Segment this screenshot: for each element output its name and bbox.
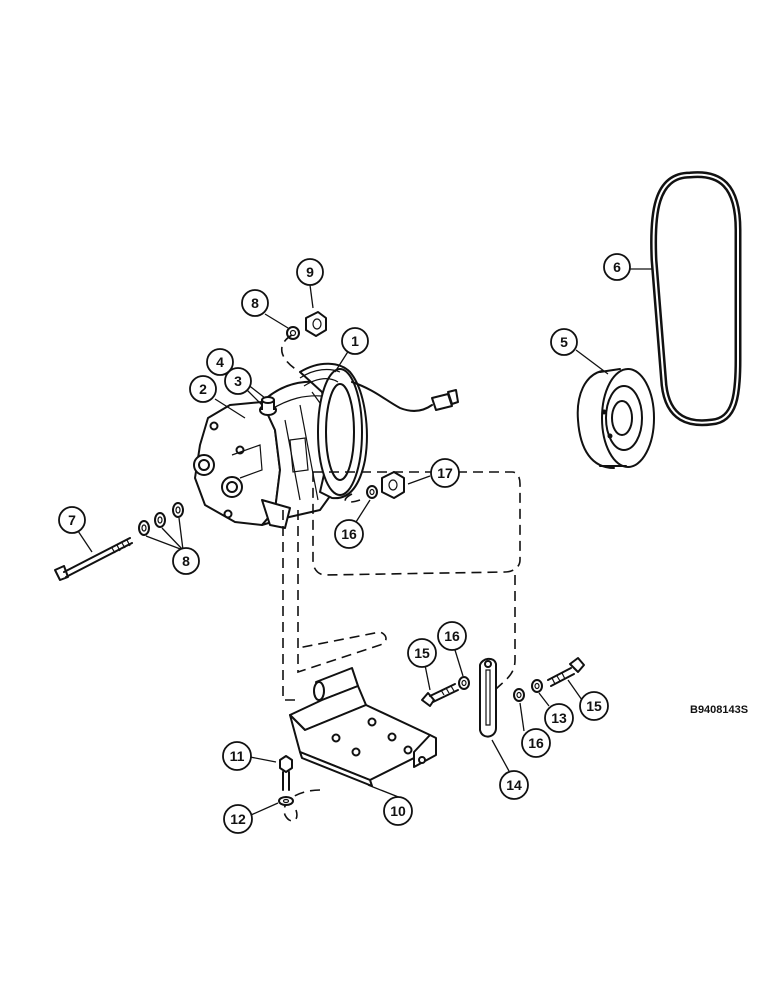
upper-nut-and-washer (286, 311, 327, 340)
callout-6: 6 (603, 253, 631, 281)
phantom-lines (280, 334, 521, 822)
svg-text:16: 16 (444, 628, 460, 644)
svg-text:8: 8 (182, 553, 190, 569)
svg-text:13: 13 (551, 710, 567, 726)
svg-text:6: 6 (613, 259, 621, 275)
drawing-reference-code: B9408143S (690, 704, 748, 716)
svg-text:16: 16 (341, 526, 357, 542)
callout-5: 5 (550, 328, 578, 356)
adjuster-bolt-left (421, 676, 470, 707)
callout-15b: 15 (579, 691, 609, 721)
adjusting-strap (479, 657, 497, 738)
svg-text:11: 11 (230, 748, 245, 764)
svg-text:4: 4 (216, 354, 224, 370)
long-bolt (54, 537, 133, 581)
adjuster-bolt-right (513, 657, 585, 702)
svg-text:1: 1 (351, 333, 359, 349)
callout-2: 2 (189, 375, 217, 403)
svg-text:15: 15 (586, 698, 602, 714)
svg-text:14: 14 (506, 777, 522, 793)
svg-text:5: 5 (560, 334, 568, 350)
svg-text:16: 16 (528, 735, 544, 751)
leader-lines (77, 268, 653, 816)
svg-text:9: 9 (306, 264, 314, 280)
callout-11: 11 (222, 741, 252, 771)
callout-3: 3 (224, 367, 252, 395)
callout-16c: 16 (521, 728, 551, 758)
callout-4: 4 (206, 348, 234, 376)
callout-8a: 8 (241, 289, 269, 317)
callout-8b: 8 (172, 547, 200, 575)
washer-set (138, 502, 184, 536)
washer-and-nut (366, 471, 405, 499)
svg-text:10: 10 (390, 803, 406, 819)
svg-text:3: 3 (234, 373, 242, 389)
callout-17: 17 (430, 458, 460, 488)
pulley (576, 368, 655, 469)
svg-text:8: 8 (251, 295, 259, 311)
callout-1: 1 (341, 327, 369, 355)
callout-16b: 16 (437, 621, 467, 651)
svg-text:15: 15 (414, 645, 430, 661)
callout-12: 12 (223, 804, 253, 834)
drive-belt (650, 171, 742, 427)
callout-13: 13 (544, 703, 574, 733)
mounting-bracket (289, 667, 437, 787)
callout-10: 10 (383, 796, 413, 826)
svg-text:7: 7 (68, 512, 76, 528)
callout-7: 7 (58, 506, 86, 534)
svg-text:12: 12 (230, 811, 246, 827)
callout-14: 14 (499, 770, 529, 800)
svg-text:17: 17 (437, 465, 453, 481)
callout-16a: 16 (334, 519, 364, 549)
callout-15a: 15 (407, 638, 437, 668)
callout-9: 9 (296, 258, 324, 286)
svg-text:2: 2 (199, 381, 207, 397)
ac-compressor (193, 362, 459, 529)
bracket-bolt (278, 755, 294, 806)
